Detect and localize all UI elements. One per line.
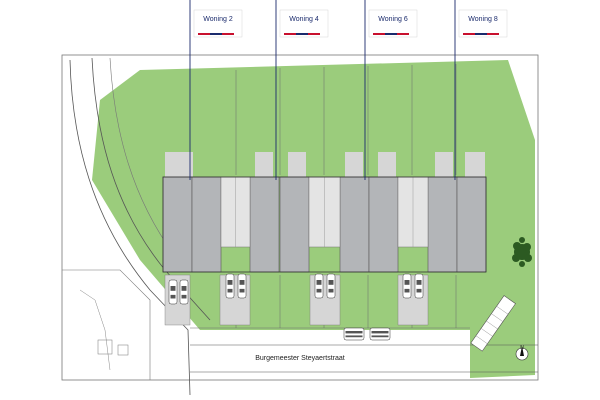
house bbox=[339, 176, 370, 273]
street-cars bbox=[343, 327, 391, 341]
house bbox=[249, 176, 280, 273]
driveway bbox=[309, 274, 341, 326]
house bbox=[191, 176, 222, 273]
terrace bbox=[435, 152, 453, 177]
car-icon bbox=[369, 327, 391, 341]
house bbox=[368, 176, 399, 273]
car-icon bbox=[225, 273, 235, 299]
car-icon bbox=[168, 279, 178, 305]
tree-icon bbox=[512, 237, 532, 267]
car-icon bbox=[314, 273, 324, 299]
flag-stripe bbox=[463, 33, 475, 35]
street-furniture bbox=[117, 344, 129, 356]
road-edge bbox=[69, 59, 191, 396]
car-icon bbox=[343, 327, 365, 341]
flags bbox=[189, 0, 508, 180]
road-edge bbox=[91, 57, 211, 321]
sidewalk-edge bbox=[62, 269, 151, 380]
flag-stripe bbox=[308, 33, 320, 35]
driveways bbox=[164, 273, 429, 326]
house bbox=[456, 176, 487, 273]
houses bbox=[162, 176, 487, 273]
parking-strip bbox=[470, 295, 516, 352]
street-name: Burgemeester Steyaertstraat bbox=[255, 355, 345, 362]
flag-stripe bbox=[296, 33, 308, 35]
flag bbox=[193, 9, 243, 38]
terraces bbox=[165, 152, 485, 177]
car-icon bbox=[414, 273, 424, 299]
terrace bbox=[165, 152, 193, 177]
flag-label-woning-8: Woning 8 bbox=[468, 16, 498, 23]
terrace bbox=[288, 152, 306, 177]
road-edge bbox=[109, 57, 179, 261]
flag-stripe bbox=[198, 33, 210, 35]
terrace bbox=[255, 152, 273, 177]
flag bbox=[368, 9, 418, 38]
flag-label-woning-4: Woning 4 bbox=[289, 16, 319, 23]
terrace bbox=[345, 152, 363, 177]
flag bbox=[458, 9, 508, 38]
flag-stripe bbox=[475, 33, 487, 35]
house-block-outline bbox=[162, 176, 487, 273]
flag-stripe bbox=[210, 33, 222, 35]
flag bbox=[279, 9, 329, 38]
flag-stripe bbox=[487, 33, 499, 35]
compass-label: N bbox=[520, 345, 524, 351]
car-icon bbox=[402, 273, 412, 299]
flag-stripe bbox=[373, 33, 385, 35]
flag-stripe bbox=[385, 33, 397, 35]
car-icon bbox=[326, 273, 336, 299]
flag-stripe bbox=[222, 33, 234, 35]
flag-stripe bbox=[397, 33, 409, 35]
flag-label-woning-2: Woning 2 bbox=[203, 16, 233, 23]
house bbox=[427, 176, 458, 273]
flag-label-woning-6: Woning 6 bbox=[378, 16, 408, 23]
terrace bbox=[378, 152, 396, 177]
driveway bbox=[397, 274, 429, 326]
street-furniture bbox=[97, 339, 113, 355]
sidewalk-edge bbox=[79, 289, 111, 371]
north-arrow-icon bbox=[515, 346, 529, 361]
car-icon bbox=[179, 279, 189, 305]
car-icon bbox=[237, 273, 247, 299]
terrace bbox=[465, 152, 485, 177]
flag-stripe bbox=[284, 33, 296, 35]
house bbox=[162, 176, 193, 273]
house bbox=[279, 176, 310, 273]
